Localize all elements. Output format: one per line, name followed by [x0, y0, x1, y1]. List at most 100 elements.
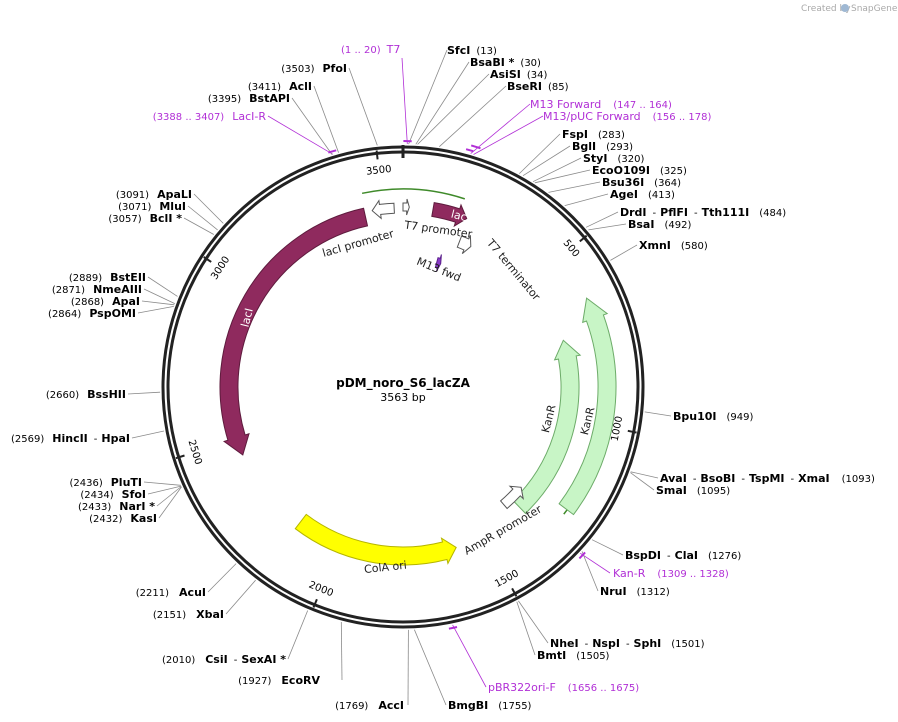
site-asisi[interactable]: AsiSI(34)	[490, 68, 547, 81]
leader-line	[585, 211, 619, 228]
leader-line	[287, 610, 309, 660]
site-acui[interactable]: (2211)AcuI	[136, 586, 206, 599]
site-hincii[interactable]: (2569)HincII-HpaI	[11, 432, 130, 445]
leader-line	[414, 629, 447, 706]
leader-line	[519, 133, 561, 174]
site-bmgbi[interactable]: BmgBI(1755)	[448, 699, 532, 712]
feature-laci-promoter[interactable]	[371, 199, 395, 220]
primer-mark	[470, 144, 481, 150]
feature-ampr-promoter[interactable]	[499, 485, 524, 510]
feature-laci[interactable]	[219, 207, 369, 456]
plasmid-size: 3563 bp	[380, 391, 425, 404]
site-bgli[interactable]: BglI(293)	[572, 140, 633, 153]
site-m13fwd-primer[interactable]: M13 Forward(147 .. 164)	[530, 98, 672, 111]
site-acci[interactable]: (1769)AccI	[335, 699, 404, 712]
leader-line	[143, 481, 181, 486]
primer-mark	[465, 148, 474, 153]
feature-cola-ori[interactable]	[294, 513, 457, 566]
leader-line	[439, 85, 507, 147]
leader-line	[340, 621, 343, 681]
label-laci: lacI	[239, 307, 256, 329]
site-bmti[interactable]: BmtI(1505)	[537, 649, 610, 662]
feature-kanr-outer[interactable]	[558, 297, 617, 516]
feature-m13-fwd[interactable]	[434, 254, 442, 272]
feature-t7-promoter[interactable]	[402, 198, 410, 216]
label-t7-terminator: T7 terminator	[483, 236, 543, 303]
site-xmni[interactable]: XmnI(580)	[639, 239, 708, 252]
site-bsteii[interactable]: (2889)BstEII	[69, 271, 146, 284]
tick-label: 1000	[610, 415, 626, 442]
site-bspdi[interactable]: BspDI-ClaI(1276)	[625, 549, 741, 562]
site-bsu36i[interactable]: Bsu36I(364)	[602, 176, 681, 189]
site-sfci[interactable]: SfcI(13)	[447, 44, 497, 57]
leader-line	[156, 486, 182, 507]
site-bsshii[interactable]: (2660)BssHII	[46, 388, 126, 401]
site-apali[interactable]: (3091)ApaLI	[116, 188, 192, 201]
feature-arrows	[219, 198, 617, 566]
site-apai[interactable]: (2868)ApaI	[71, 295, 140, 308]
site-fspi[interactable]: FspI(283)	[562, 128, 625, 141]
site-pfoi[interactable]: (3503)PfoI	[281, 62, 347, 75]
feature-lacza[interactable]	[431, 202, 468, 228]
primer-mark	[448, 626, 458, 630]
leader-line	[401, 57, 408, 145]
tick-mark	[627, 429, 637, 434]
leader-line	[147, 485, 182, 495]
snapgene-watermark[interactable]: Created by SnapGene	[801, 4, 898, 14]
leader-line	[452, 624, 487, 688]
leader-line	[518, 600, 549, 644]
site-acli[interactable]: (3411)AclI	[248, 80, 312, 93]
leader-line	[207, 563, 237, 593]
site-bsabi[interactable]: BsaBI *(30)	[470, 56, 541, 69]
primer-mark	[328, 149, 337, 154]
leader-line	[131, 430, 165, 439]
label-cola-ori: ColA ori	[363, 559, 407, 576]
leader-line	[417, 73, 490, 145]
site-t7-primer[interactable]: (1 .. 20)T7	[341, 43, 400, 56]
site-bpu10i[interactable]: Bpu10I(949)	[673, 410, 753, 423]
site-nrui[interactable]: NruI(1312)	[600, 585, 670, 598]
site-mlui[interactable]: (3071)MluI	[118, 200, 186, 213]
leader-line	[579, 552, 611, 574]
leader-line	[470, 103, 531, 154]
leader-line	[522, 145, 571, 177]
site-avai[interactable]: AvaI-BsoBI-TspMI-XmaI(1093)	[660, 472, 875, 485]
site-lacir-primer[interactable]: (3388 .. 3407)LacI-R	[153, 110, 267, 123]
site-bcli[interactable]: (3057)BclI *	[108, 212, 182, 225]
leader-line	[644, 411, 672, 417]
site-pbr322-primer[interactable]: pBR322ori-F(1656 .. 1675)	[488, 681, 639, 694]
site-styi[interactable]: StyI(320)	[583, 152, 644, 165]
site-drdi[interactable]: DrdI-PflFI-Tth111I(484)	[620, 206, 786, 219]
leader-line	[267, 115, 334, 155]
watermark-brand: SnapGene	[851, 4, 898, 14]
site-bstapi[interactable]: (3395)BstAPI	[208, 92, 290, 105]
site-ecoo109i[interactable]: EcoO109I(325)	[592, 164, 687, 177]
label-ampr-promoter: AmpR promoter	[462, 502, 545, 557]
feature-t7-terminator[interactable]	[456, 235, 472, 254]
leader-line	[183, 217, 214, 235]
leader-line	[143, 288, 175, 304]
tick-mark	[203, 256, 212, 263]
site-agei[interactable]: AgeI(413)	[610, 188, 675, 201]
site-kasi[interactable]: (2432)KasI	[89, 512, 157, 525]
site-csii[interactable]: (2010)CsiI-SexAI *	[162, 653, 286, 666]
site-m13puc-primer[interactable]: M13/pUC Forward(156 .. 178)	[543, 110, 711, 123]
site-nmeaiii[interactable]: (2871)NmeAIII	[52, 283, 142, 296]
site-labels: (1 .. 20)T7 SfcI(13) BsaBI *(30) AsiSI(3…	[11, 43, 875, 712]
site-ecorv[interactable]: (1927)EcoRV	[238, 674, 320, 687]
site-bsai[interactable]: BsaI(492)	[628, 218, 691, 231]
site-kanr-primer[interactable]: Kan-R(1309 .. 1328)	[613, 567, 729, 580]
leader-line	[291, 97, 333, 155]
site-sfoi[interactable]: (2434)SfoI	[80, 488, 146, 501]
site-bseri[interactable]: BseRI(85)	[507, 80, 569, 93]
leader-line	[408, 49, 448, 145]
site-nhei[interactable]: NheI-NspI-SphI(1501)	[550, 637, 705, 650]
site-pluti[interactable]: (2436)PluTI	[69, 476, 142, 489]
primer-binding-marks	[328, 140, 586, 630]
site-xbai[interactable]: (2151)XbaI	[153, 608, 224, 621]
leader-line	[225, 579, 256, 615]
site-smai[interactable]: SmaI(1095)	[656, 484, 730, 497]
site-pspomi[interactable]: (2864)PspOMI	[48, 307, 136, 320]
site-nari[interactable]: (2433)NarI *	[78, 500, 155, 513]
